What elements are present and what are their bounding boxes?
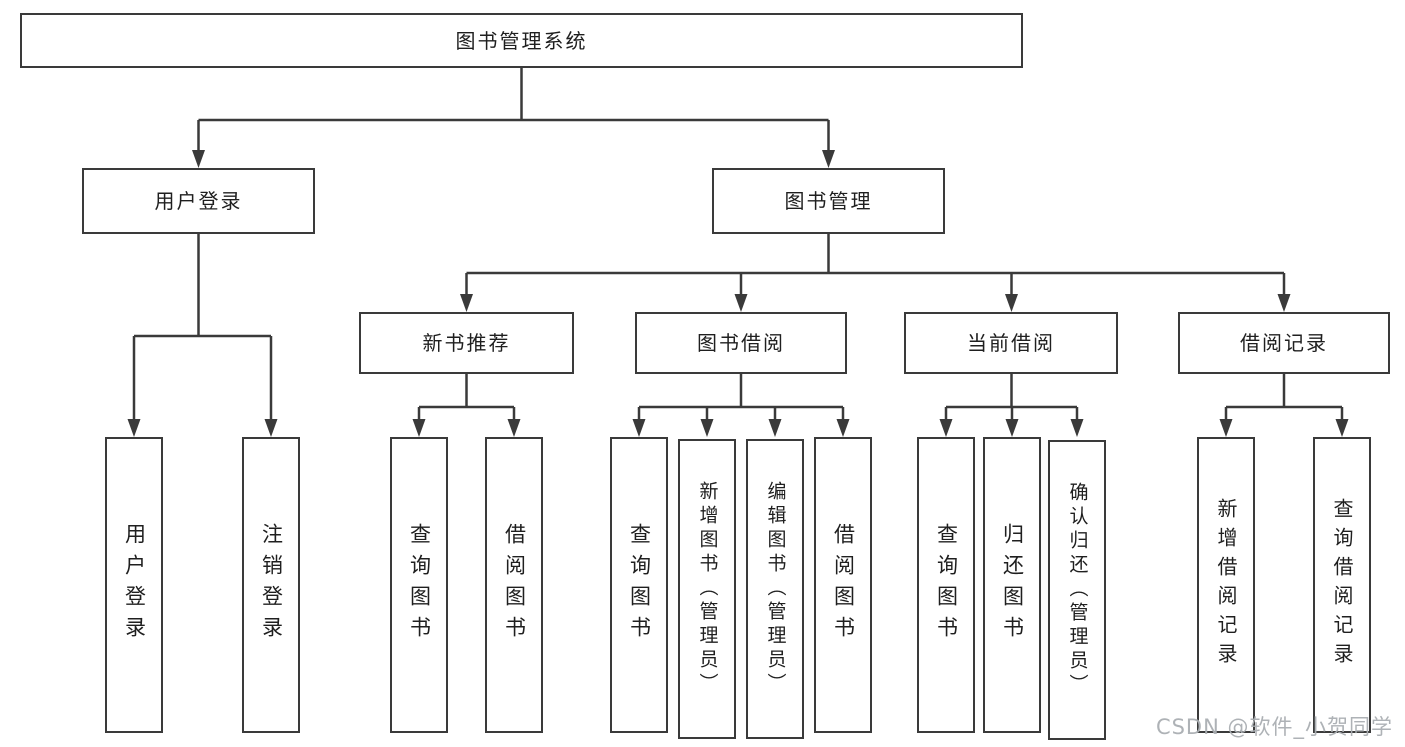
node-user-login: 用户登录: [82, 168, 315, 234]
leaf-edit-books-admin: 编辑图书（管理员）: [746, 439, 804, 739]
leaf-query-borrow-record: 查询借阅记录: [1313, 437, 1371, 733]
leaf-logout: 注销登录: [242, 437, 300, 733]
leaf-query-books-recommend: 查询图书: [390, 437, 448, 733]
node-root-system: 图书管理系统: [20, 13, 1023, 68]
leaf-user-login: 用户登录: [105, 437, 163, 733]
leaf-query-books-borrowing: 查询图书: [610, 437, 668, 733]
leaf-query-books-current: 查询图书: [917, 437, 975, 733]
leaf-add-borrow-record: 新增借阅记录: [1197, 437, 1255, 733]
leaf-borrow-books: 借阅图书: [814, 437, 872, 733]
leaf-confirm-return-admin: 确认归还（管理员）: [1048, 440, 1106, 740]
csdn-watermark: CSDN @软件_小贺同学: [1155, 715, 1393, 739]
node-current-borrowing: 当前借阅: [904, 312, 1118, 374]
node-borrow-records: 借阅记录: [1178, 312, 1390, 374]
node-book-management: 图书管理: [712, 168, 945, 234]
leaf-return-books: 归还图书: [983, 437, 1041, 733]
node-new-book-recommend: 新书推荐: [359, 312, 574, 374]
arrowheads: [127, 150, 1349, 437]
node-book-borrowing: 图书借阅: [635, 312, 847, 374]
leaf-add-books-admin: 新增图书（管理员）: [678, 439, 736, 739]
leaf-borrow-books-recommend: 借阅图书: [485, 437, 543, 733]
